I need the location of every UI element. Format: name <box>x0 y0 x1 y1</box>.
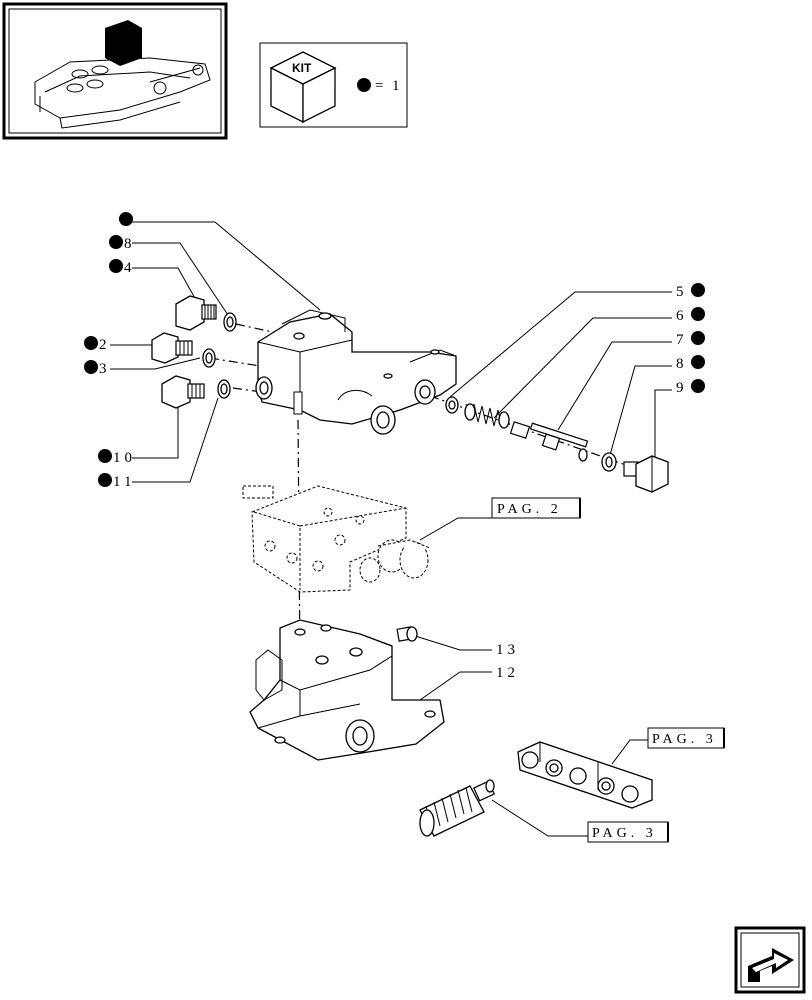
callout-11: 11 <box>113 474 135 490</box>
kit-quantity: 1 <box>392 78 404 94</box>
page-ref-3-upper-label: PAG. 3 <box>652 732 717 747</box>
callout-8-left: 8 <box>124 236 136 252</box>
page-ref-3-lower[interactable]: PAG. 3 <box>587 821 669 843</box>
highlighted-component-cube <box>105 20 142 66</box>
washer-8-right <box>601 452 617 472</box>
kit-legend: KIT = 1 <box>259 42 408 128</box>
callout-7: 7 <box>676 332 688 348</box>
callout-12: 12 <box>496 665 519 681</box>
callouts-left: 8 4 2 3 10 11 <box>84 212 136 490</box>
kit-equals: = <box>375 78 383 94</box>
callout-4: 4 <box>124 260 136 276</box>
thumbnail-panel <box>2 2 228 140</box>
valve-body <box>255 309 457 435</box>
kit-bullet-icon <box>357 78 371 92</box>
page-ref-2-label: PAG. 2 <box>497 502 562 517</box>
callout-2: 2 <box>99 337 111 353</box>
ghost-valve-block <box>242 485 431 593</box>
callout-7-bullet-icon <box>691 331 705 345</box>
plug-10 <box>161 375 205 409</box>
callout-3: 3 <box>99 361 111 377</box>
plug-4 <box>175 295 217 331</box>
callout-8-bullet-icon <box>109 235 123 249</box>
callout-2-bullet-icon <box>84 336 98 350</box>
callout-6-bullet-icon <box>691 307 705 321</box>
callout-4-bullet-icon <box>109 259 123 273</box>
callout-11-bullet-icon <box>98 473 112 487</box>
callouts-right: 5 6 7 8 9 13 12 <box>496 283 705 681</box>
callout-8-right: 8 <box>676 356 688 372</box>
page-ref-3-upper[interactable]: PAG. 3 <box>647 727 725 749</box>
bracket-assembly <box>517 741 653 809</box>
callout-top-bullet-icon <box>119 212 133 226</box>
washer-5 <box>445 396 459 414</box>
callout-9: 9 <box>676 380 688 396</box>
washer-11 <box>217 379 231 399</box>
callout-6: 6 <box>676 308 688 324</box>
leader-lines <box>110 221 672 837</box>
callout-10-bullet-icon <box>98 449 112 463</box>
spool-7 <box>509 421 589 462</box>
page-ref-2[interactable]: PAG. 2 <box>491 497 581 519</box>
housing-12 <box>249 619 445 761</box>
callout-8-right-bullet-icon <box>691 355 705 369</box>
washer-3 <box>202 348 216 368</box>
washer-8-left <box>223 312 237 332</box>
thumbnail-assembly-sketch <box>34 57 211 129</box>
spring-cartridge <box>419 779 496 837</box>
callout-5-bullet-icon <box>691 283 705 297</box>
callout-9-bullet-icon <box>691 379 705 393</box>
screw-13 <box>396 626 418 642</box>
callout-10: 10 <box>113 450 136 466</box>
next-page-arrow-icon <box>748 948 794 982</box>
callout-3-bullet-icon <box>84 360 98 374</box>
callout-13: 13 <box>496 642 519 658</box>
plug-2 <box>151 332 193 364</box>
kit-label: KIT <box>292 61 312 75</box>
plug-9 <box>623 455 669 493</box>
kit-box-icon <box>269 51 337 124</box>
spring-6 <box>464 403 510 429</box>
next-page-button[interactable] <box>734 926 806 994</box>
page-ref-3-lower-label: PAG. 3 <box>592 826 657 841</box>
callout-5: 5 <box>676 284 688 300</box>
